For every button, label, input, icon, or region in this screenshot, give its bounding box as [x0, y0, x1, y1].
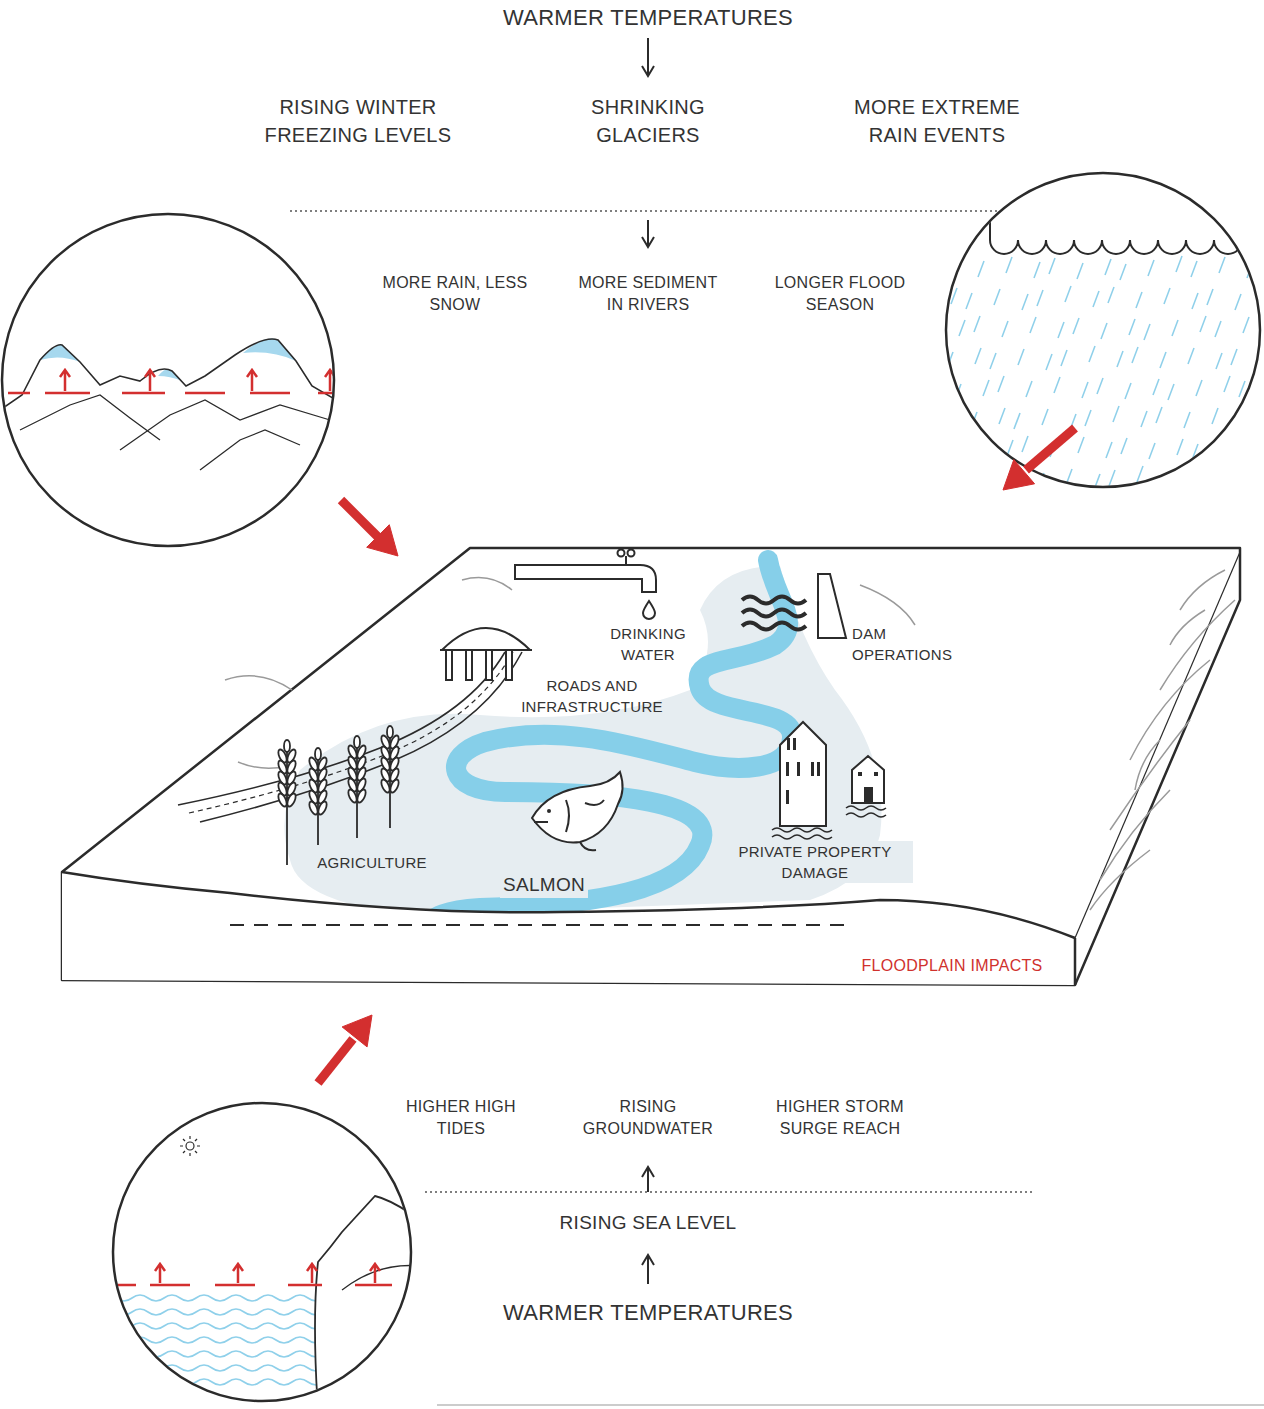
- impact-label: FLOODPLAIN IMPACTS: [842, 955, 1062, 977]
- annotation-label: RISING GROUNDWATER: [576, 1096, 721, 1140]
- floodplain-block: DRINKING WATER DAM OPERATIONS ROADS AND IN…: [60, 545, 1242, 988]
- impact-label: SALMON: [500, 871, 588, 898]
- annotation-label: MORE RAIN, LESS SNOW: [378, 272, 533, 316]
- divider-line: [425, 1191, 1035, 1192]
- impact-label: DAM OPERATIONS: [852, 623, 962, 665]
- annotation-label: HIGHER STORM SURGE REACH: [768, 1096, 913, 1140]
- rain-circle: [943, 150, 1264, 490]
- annotation-label: SHRINKING GLACIERS: [553, 93, 743, 149]
- impact-label: DRINKING WATER: [593, 623, 703, 665]
- sea-circle: [100, 1103, 420, 1409]
- impact-label: PRIVATE PROPERTY DAMAGE: [717, 841, 913, 883]
- footer-rule: [437, 1404, 1264, 1405]
- annotation-label: MORE EXTREME RAIN EVENTS: [842, 93, 1032, 149]
- impact-label: AGRICULTURE: [292, 852, 452, 873]
- annotation-label: LONGER FLOOD SEASON: [768, 272, 913, 316]
- mountain-circle: [0, 214, 352, 546]
- divider-line: [290, 210, 1015, 211]
- impact-label: ROADS AND INFRASTRUCTURE: [512, 675, 672, 717]
- floodplain-block-outline: [60, 545, 1242, 988]
- annotation-label: MORE SEDIMENT IN RIVERS: [576, 272, 721, 316]
- annotation-label: WARMER TEMPERATURES: [438, 4, 858, 32]
- annotation-label: WARMER TEMPERATURES: [438, 1299, 858, 1327]
- annotation-label: RISING WINTER FREEZING LEVELS: [263, 93, 453, 149]
- annotation-label: HIGHER HIGH TIDES: [391, 1096, 531, 1140]
- annotation-label: RISING SEA LEVEL: [488, 1210, 808, 1236]
